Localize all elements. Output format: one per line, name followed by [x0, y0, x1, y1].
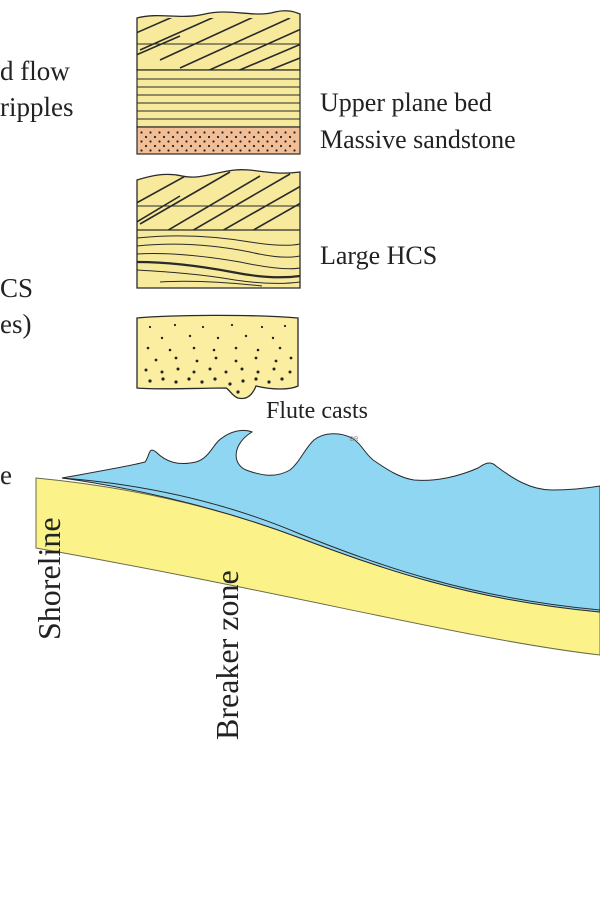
left-label-4: es): [0, 309, 31, 339]
left-label-5: e: [0, 460, 12, 490]
column-flute-casts: [136, 314, 299, 400]
left-label-2: ripples: [0, 92, 74, 122]
column-large-hcs: [136, 169, 301, 289]
caption-massive-sandstone: Massive sandstone: [320, 125, 516, 154]
caption-flute-casts: Flute casts: [266, 398, 368, 424]
caption-upper-plane-bed: Upper plane bed: [320, 88, 492, 117]
column-upper-plane-bed: [136, 10, 301, 155]
breaker-zone-label: Breaker zone: [209, 570, 245, 740]
water-body: [61, 429, 600, 613]
seafloor-line: [61, 477, 600, 611]
shoreline-label: Shoreline: [31, 517, 67, 640]
left-labels: d flow ripples CS es) e: [0, 56, 74, 490]
graded-bed: [136, 314, 299, 400]
shoreface-profile: [35, 429, 600, 656]
cross-bed-unit: [136, 10, 301, 71]
plane-bed-unit: [136, 69, 301, 128]
caption-large-hcs: Large HCS: [320, 241, 437, 270]
left-label-1: d flow: [0, 56, 70, 86]
left-label-3: CS: [0, 273, 33, 303]
hcs-block: [136, 169, 301, 289]
massive-sandstone-dots: [140, 129, 297, 152]
tiny-mark: BR: [350, 437, 359, 443]
